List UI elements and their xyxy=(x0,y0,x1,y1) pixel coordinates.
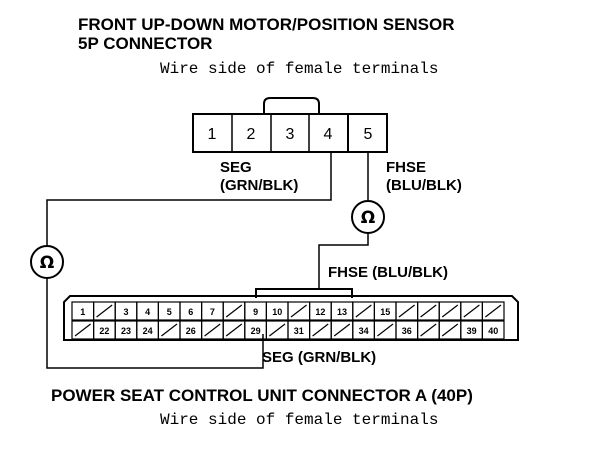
pin-label: 13 xyxy=(337,307,347,317)
top-connector-title-sub: 5P CONNECTOR xyxy=(78,34,212,53)
unused-cavity-slash xyxy=(269,323,286,337)
pin-label: 3 xyxy=(123,307,128,317)
unused-cavity-slash xyxy=(463,304,480,318)
pin-label: 26 xyxy=(186,326,196,336)
bottom-connector-subtitle: Wire side of female terminals xyxy=(160,411,438,429)
pin-label: 22 xyxy=(99,326,109,336)
unused-cavity-slash xyxy=(485,304,502,318)
seg-wire: Ω xyxy=(30,152,332,369)
pin-label: 2 xyxy=(247,126,256,143)
pin-cavity xyxy=(481,320,505,340)
pin-label: 5 xyxy=(167,307,172,317)
unused-cavity-slash xyxy=(355,304,372,318)
unused-cavity-slash xyxy=(204,323,221,337)
pin-label: 1 xyxy=(80,307,85,317)
unused-cavity-slash xyxy=(225,323,243,337)
pin-label: 3 xyxy=(286,126,295,143)
unused-cavity-slash xyxy=(441,304,459,318)
pin-label: 36 xyxy=(402,326,412,336)
pin-label: 5 xyxy=(364,126,373,143)
seg-wire-color: (GRN/BLK) xyxy=(220,177,298,194)
fhse-wire-label-lower: FHSE (BLU/BLK) xyxy=(328,264,448,281)
pin-label: 7 xyxy=(210,307,215,317)
pin-label: 29 xyxy=(251,326,261,336)
unused-cavity-slash xyxy=(74,323,91,337)
seg-wire-label-lower: SEG (GRN/BLK) xyxy=(262,349,376,366)
unused-cavity-slash xyxy=(290,304,307,318)
unused-cavity-slash xyxy=(420,304,437,318)
unused-cavity-slash xyxy=(161,323,178,337)
pin-label: 4 xyxy=(145,307,150,317)
pin-label: 23 xyxy=(121,326,131,336)
unused-cavity-slash xyxy=(377,323,394,337)
fhse-wire-label: FHSE xyxy=(386,159,426,176)
pin-label: 40 xyxy=(488,326,498,336)
bottom-connector-title: POWER SEAT CONTROL UNIT CONNECTOR A (40P… xyxy=(51,386,473,405)
pin-label: 34 xyxy=(359,326,369,336)
five-pin-connector: 1 2 3 4 5 xyxy=(192,97,388,153)
ohm-symbol: Ω xyxy=(40,253,54,273)
pin-label: 10 xyxy=(272,307,282,317)
unused-cavity-slash xyxy=(441,323,459,337)
pin-label: 39 xyxy=(467,326,477,336)
unused-cavity-slash xyxy=(398,304,415,318)
unused-cavity-slash xyxy=(312,323,329,337)
ohm-symbol: Ω xyxy=(361,208,375,228)
pin-label: 15 xyxy=(380,307,390,317)
pin-label: 4 xyxy=(324,126,333,143)
pin-label: 12 xyxy=(315,307,325,317)
fhse-wire: Ω xyxy=(318,152,385,290)
connector-latch xyxy=(255,288,353,298)
unused-cavity-slash xyxy=(333,323,351,337)
top-connector-subtitle: Wire side of female terminals xyxy=(160,60,438,78)
unused-cavity-slash xyxy=(225,304,243,318)
connector-body xyxy=(63,295,519,341)
top-connector-title: FRONT UP-DOWN MOTOR/POSITION SENSOR xyxy=(78,15,455,34)
fhse-wire-color: (BLU/BLK) xyxy=(386,177,462,194)
seg-wire-label: SEG xyxy=(220,159,252,176)
unused-cavity-slash xyxy=(96,304,113,318)
pin-label: 24 xyxy=(143,326,153,336)
unused-cavity-slash xyxy=(420,323,437,337)
pin-label: 1 xyxy=(208,126,217,143)
pin-label: 6 xyxy=(188,307,193,317)
connector-body xyxy=(192,113,388,153)
pin-label: 31 xyxy=(294,326,304,336)
pin-label: 9 xyxy=(253,307,258,317)
pin-cavity xyxy=(481,301,505,321)
connector-latch xyxy=(263,97,320,114)
